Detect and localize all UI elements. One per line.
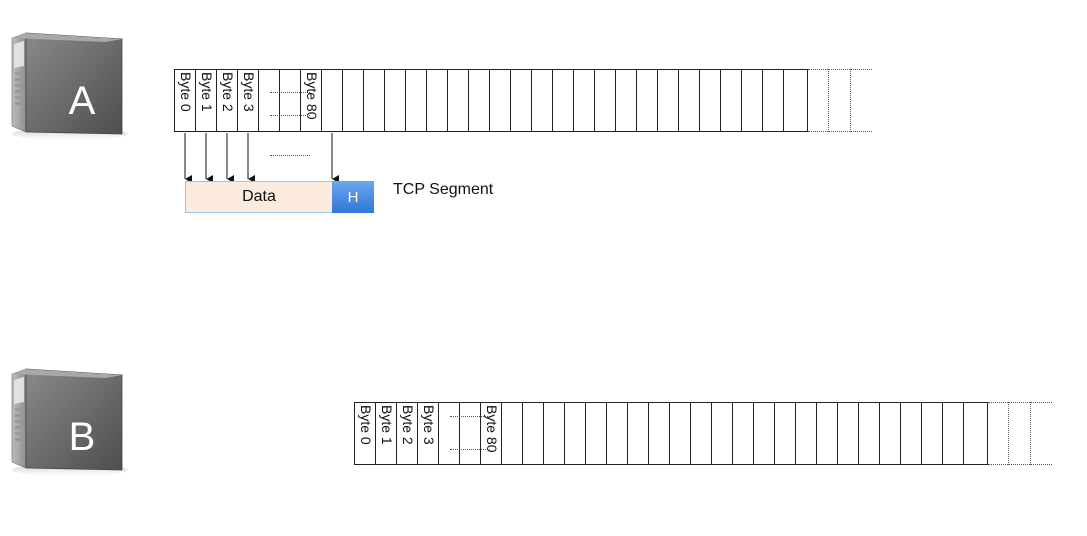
buffer-cell — [858, 402, 880, 465]
buffer-cell — [321, 69, 343, 132]
buffer-cell — [384, 69, 406, 132]
buffer-cell: Byte 1 — [195, 69, 217, 132]
buffer-cell — [573, 69, 595, 132]
buffer-cell — [279, 69, 301, 132]
buffer-cell — [837, 402, 859, 465]
buffer-cell — [501, 402, 523, 465]
segment-header-label: H — [347, 188, 359, 206]
byte-label — [440, 405, 459, 463]
segment-header: H — [332, 181, 374, 213]
buffer-cell — [627, 402, 649, 465]
byte-label: Byte 3 — [241, 72, 257, 112]
byte-label: Byte 0 — [178, 72, 194, 112]
byte-label: Byte 80 — [484, 405, 500, 453]
buffer-cell — [543, 402, 565, 465]
buffer-cell — [258, 69, 280, 132]
buffer-cell — [732, 402, 754, 465]
ellipsis-dots — [270, 115, 310, 116]
byte-label: Byte 2 — [400, 405, 416, 445]
buffer-cell — [711, 402, 733, 465]
buffer-cell — [552, 69, 574, 132]
byte-label: Byte 1 — [199, 72, 215, 112]
buffer-continuation — [808, 69, 872, 132]
buffer-cell — [531, 69, 553, 132]
buffer-cell — [564, 402, 586, 465]
buffer-cell — [783, 69, 805, 132]
buffer-cell — [405, 69, 427, 132]
buffer-cell — [585, 402, 607, 465]
buffer-cell: Byte 3 — [237, 69, 259, 132]
buffer-cell — [468, 69, 490, 132]
segment-data-label: Data — [242, 188, 276, 205]
buffer-cell — [741, 69, 763, 132]
buffer-cell — [459, 402, 481, 465]
buffer-cell — [774, 402, 796, 465]
buffer-cell: Byte 80 — [480, 402, 502, 465]
buffer-cell — [921, 402, 943, 465]
buffer-cell — [690, 402, 712, 465]
buffer-cell: Byte 2 — [396, 402, 418, 465]
buffer-cell — [636, 69, 658, 132]
buffer-cell — [753, 402, 775, 465]
buffer-cell — [678, 69, 700, 132]
buffer-cell — [648, 402, 670, 465]
buffer-cell: Byte 80 — [300, 69, 322, 132]
segment-data: Data — [185, 181, 333, 213]
segment-caption: TCP Segment — [393, 181, 494, 198]
server-b-letter: B — [69, 415, 96, 459]
ellipsis-dots — [450, 449, 490, 450]
buffer-cell — [699, 69, 721, 132]
buffer-cell — [657, 69, 679, 132]
buffer-cell — [762, 69, 784, 132]
byte-label: Byte 2 — [220, 72, 236, 112]
buffer-cell — [963, 402, 985, 465]
buffer-cell — [489, 69, 511, 132]
buffer-cell — [816, 402, 838, 465]
buffer-cell — [942, 402, 964, 465]
buffer-cell — [594, 69, 616, 132]
buffer-cell — [804, 69, 808, 132]
buffer-cell — [510, 69, 532, 132]
byte-label: Byte 3 — [421, 405, 437, 445]
server-a-icon: A — [10, 30, 128, 142]
buffer-cell — [900, 402, 922, 465]
byte-label: Byte 80 — [304, 72, 320, 120]
buffer-cell — [363, 69, 385, 132]
byte-label: Byte 0 — [358, 405, 374, 445]
ellipsis-dots — [270, 92, 310, 93]
ellipsis-dots — [270, 155, 310, 156]
ellipsis-dots — [450, 416, 490, 417]
buffer-cell — [669, 402, 691, 465]
buffer-continuation — [988, 402, 1052, 465]
buffer-cell — [795, 402, 817, 465]
buffer-cell — [984, 402, 988, 465]
buffer-cell: Byte 3 — [417, 402, 439, 465]
tcp-segment: Data H — [185, 181, 375, 213]
byte-label: Byte 1 — [379, 405, 395, 445]
buffer-cell — [522, 402, 544, 465]
buffer-cell — [879, 402, 901, 465]
buffer-cell — [342, 69, 364, 132]
buffer-cell — [426, 69, 448, 132]
buffer-cell: Byte 1 — [375, 402, 397, 465]
buffer-cell: Byte 2 — [216, 69, 238, 132]
buffer-cell — [615, 69, 637, 132]
server-a-letter: A — [69, 79, 96, 123]
buffer-cell — [438, 402, 460, 465]
buffer-cell — [447, 69, 469, 132]
buffer-cell — [720, 69, 742, 132]
server-b-icon: B — [10, 366, 128, 478]
byte-label — [461, 405, 480, 463]
buffer-cell — [606, 402, 628, 465]
buffer-cell: Byte 0 — [354, 402, 376, 465]
buffer-cell: Byte 0 — [174, 69, 196, 132]
